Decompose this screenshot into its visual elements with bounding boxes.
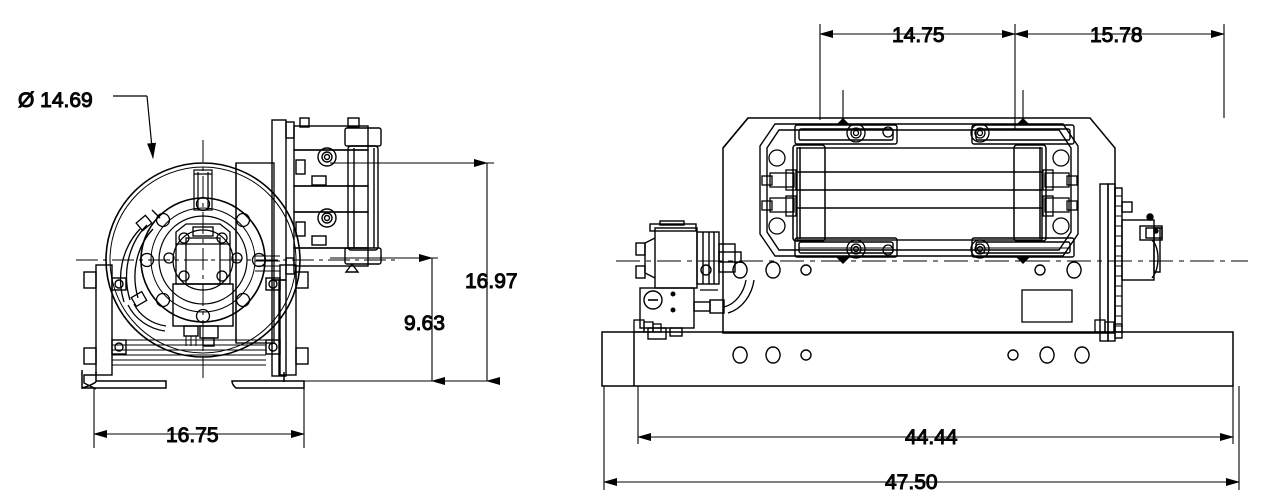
hydraulic-hoses [119,209,167,332]
base-rails [112,339,266,366]
base-fittings [633,319,1123,333]
dim-15-78-label: 15.78 [1090,24,1143,47]
valve-body [172,283,234,347]
dim-9-63-label: 9.63 [404,312,445,335]
dim-47-50-label: 47.50 [885,471,938,494]
dim-15-78-lines [1014,24,1225,118]
upper-stub-shaft [193,169,213,211]
dim-16-75-lines [93,388,305,448]
base-plate [601,331,1234,387]
cable-drum [796,147,1043,241]
drum-end-housing [235,162,275,344]
bearing-block-right [1042,169,1078,217]
dim-diameter-14-69 [113,95,157,159]
dim-16-75-label: 16.75 [166,424,219,447]
dim-44-44-lines [637,386,1234,444]
dim-14-75-lines [819,24,1016,130]
roller-bottom-left [794,237,898,264]
port-lines [255,255,280,272]
roller-fairlead [271,117,382,377]
left-view: Ø 14.69 16.97 9.63 16.75 [18,89,518,448]
dim-16-97-label: 16.97 [465,270,518,293]
bearing-block-left [761,169,797,217]
roller-bottom-right [971,237,1075,264]
hydraulic-motor [635,220,742,289]
roller-top-left [794,118,898,145]
dim-44-44-label: 44.44 [905,426,958,449]
right-view-vertical-centerlines [842,90,1024,122]
dim-9-63-lines [330,254,445,385]
roller-hubs [846,123,990,259]
base-frame-left [83,264,127,390]
dim-diameter-label: Ø 14.69 [18,89,93,112]
left-view-centerlines [76,140,400,380]
gearbox-brake [1099,183,1163,342]
base-plate-holes [732,346,1090,364]
valve-block [639,287,725,340]
dim-14-75-label: 14.75 [892,24,945,47]
dim-16-97-lines [300,159,500,385]
housing-holes [768,126,1070,256]
dim-47-50-lines [603,386,1240,490]
right-view: 14.75 15.78 44.44 47.50 [601,24,1248,495]
motor-hoses [700,279,755,314]
drum-flanges [792,144,1047,242]
winch-body-outline [722,117,1116,334]
base-feet [81,370,305,389]
name-plate [1021,289,1073,323]
drum-outer-circle [105,162,301,358]
roller-top-right [971,118,1075,145]
inner-frame [759,123,1079,257]
body-lower-holes [700,261,1082,279]
